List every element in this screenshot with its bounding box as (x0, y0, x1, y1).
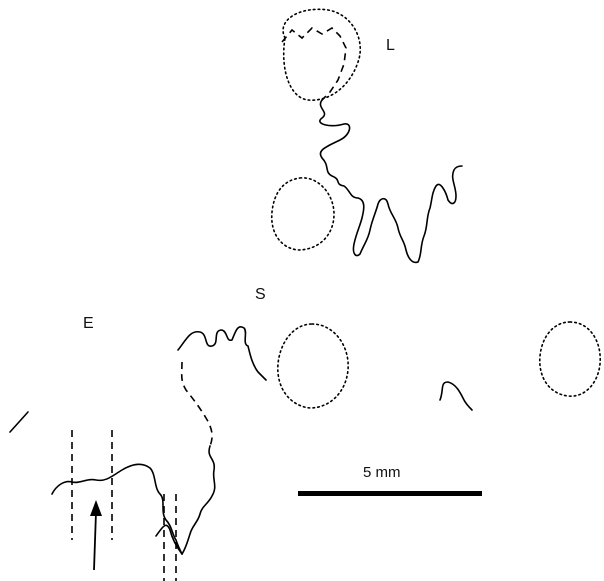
suture-line-lower (182, 446, 215, 554)
outline-upper-dotted-oval (283, 9, 360, 100)
arrow-indicator (90, 500, 102, 570)
scale-bar (298, 491, 482, 496)
suture-line-upper (320, 100, 462, 262)
scale-bar-label: 5 mm (363, 465, 401, 480)
fragment-stroke-left (10, 412, 28, 432)
suture-line-bottom (52, 464, 182, 554)
label-s: S (255, 287, 266, 303)
outline-right-dotted-oval (540, 322, 600, 396)
suture-tip-lower (156, 525, 182, 554)
outline-middle-dotted-oval (272, 178, 334, 250)
suture-dashed-connector (182, 362, 212, 446)
label-e: E (83, 316, 94, 332)
suture-arm-lower-right (440, 382, 472, 410)
label-l: L (386, 38, 395, 54)
suture-line-middle (178, 327, 266, 380)
outline-upper-dashed-contour (282, 28, 346, 100)
outline-center-dotted-oval (278, 324, 348, 408)
